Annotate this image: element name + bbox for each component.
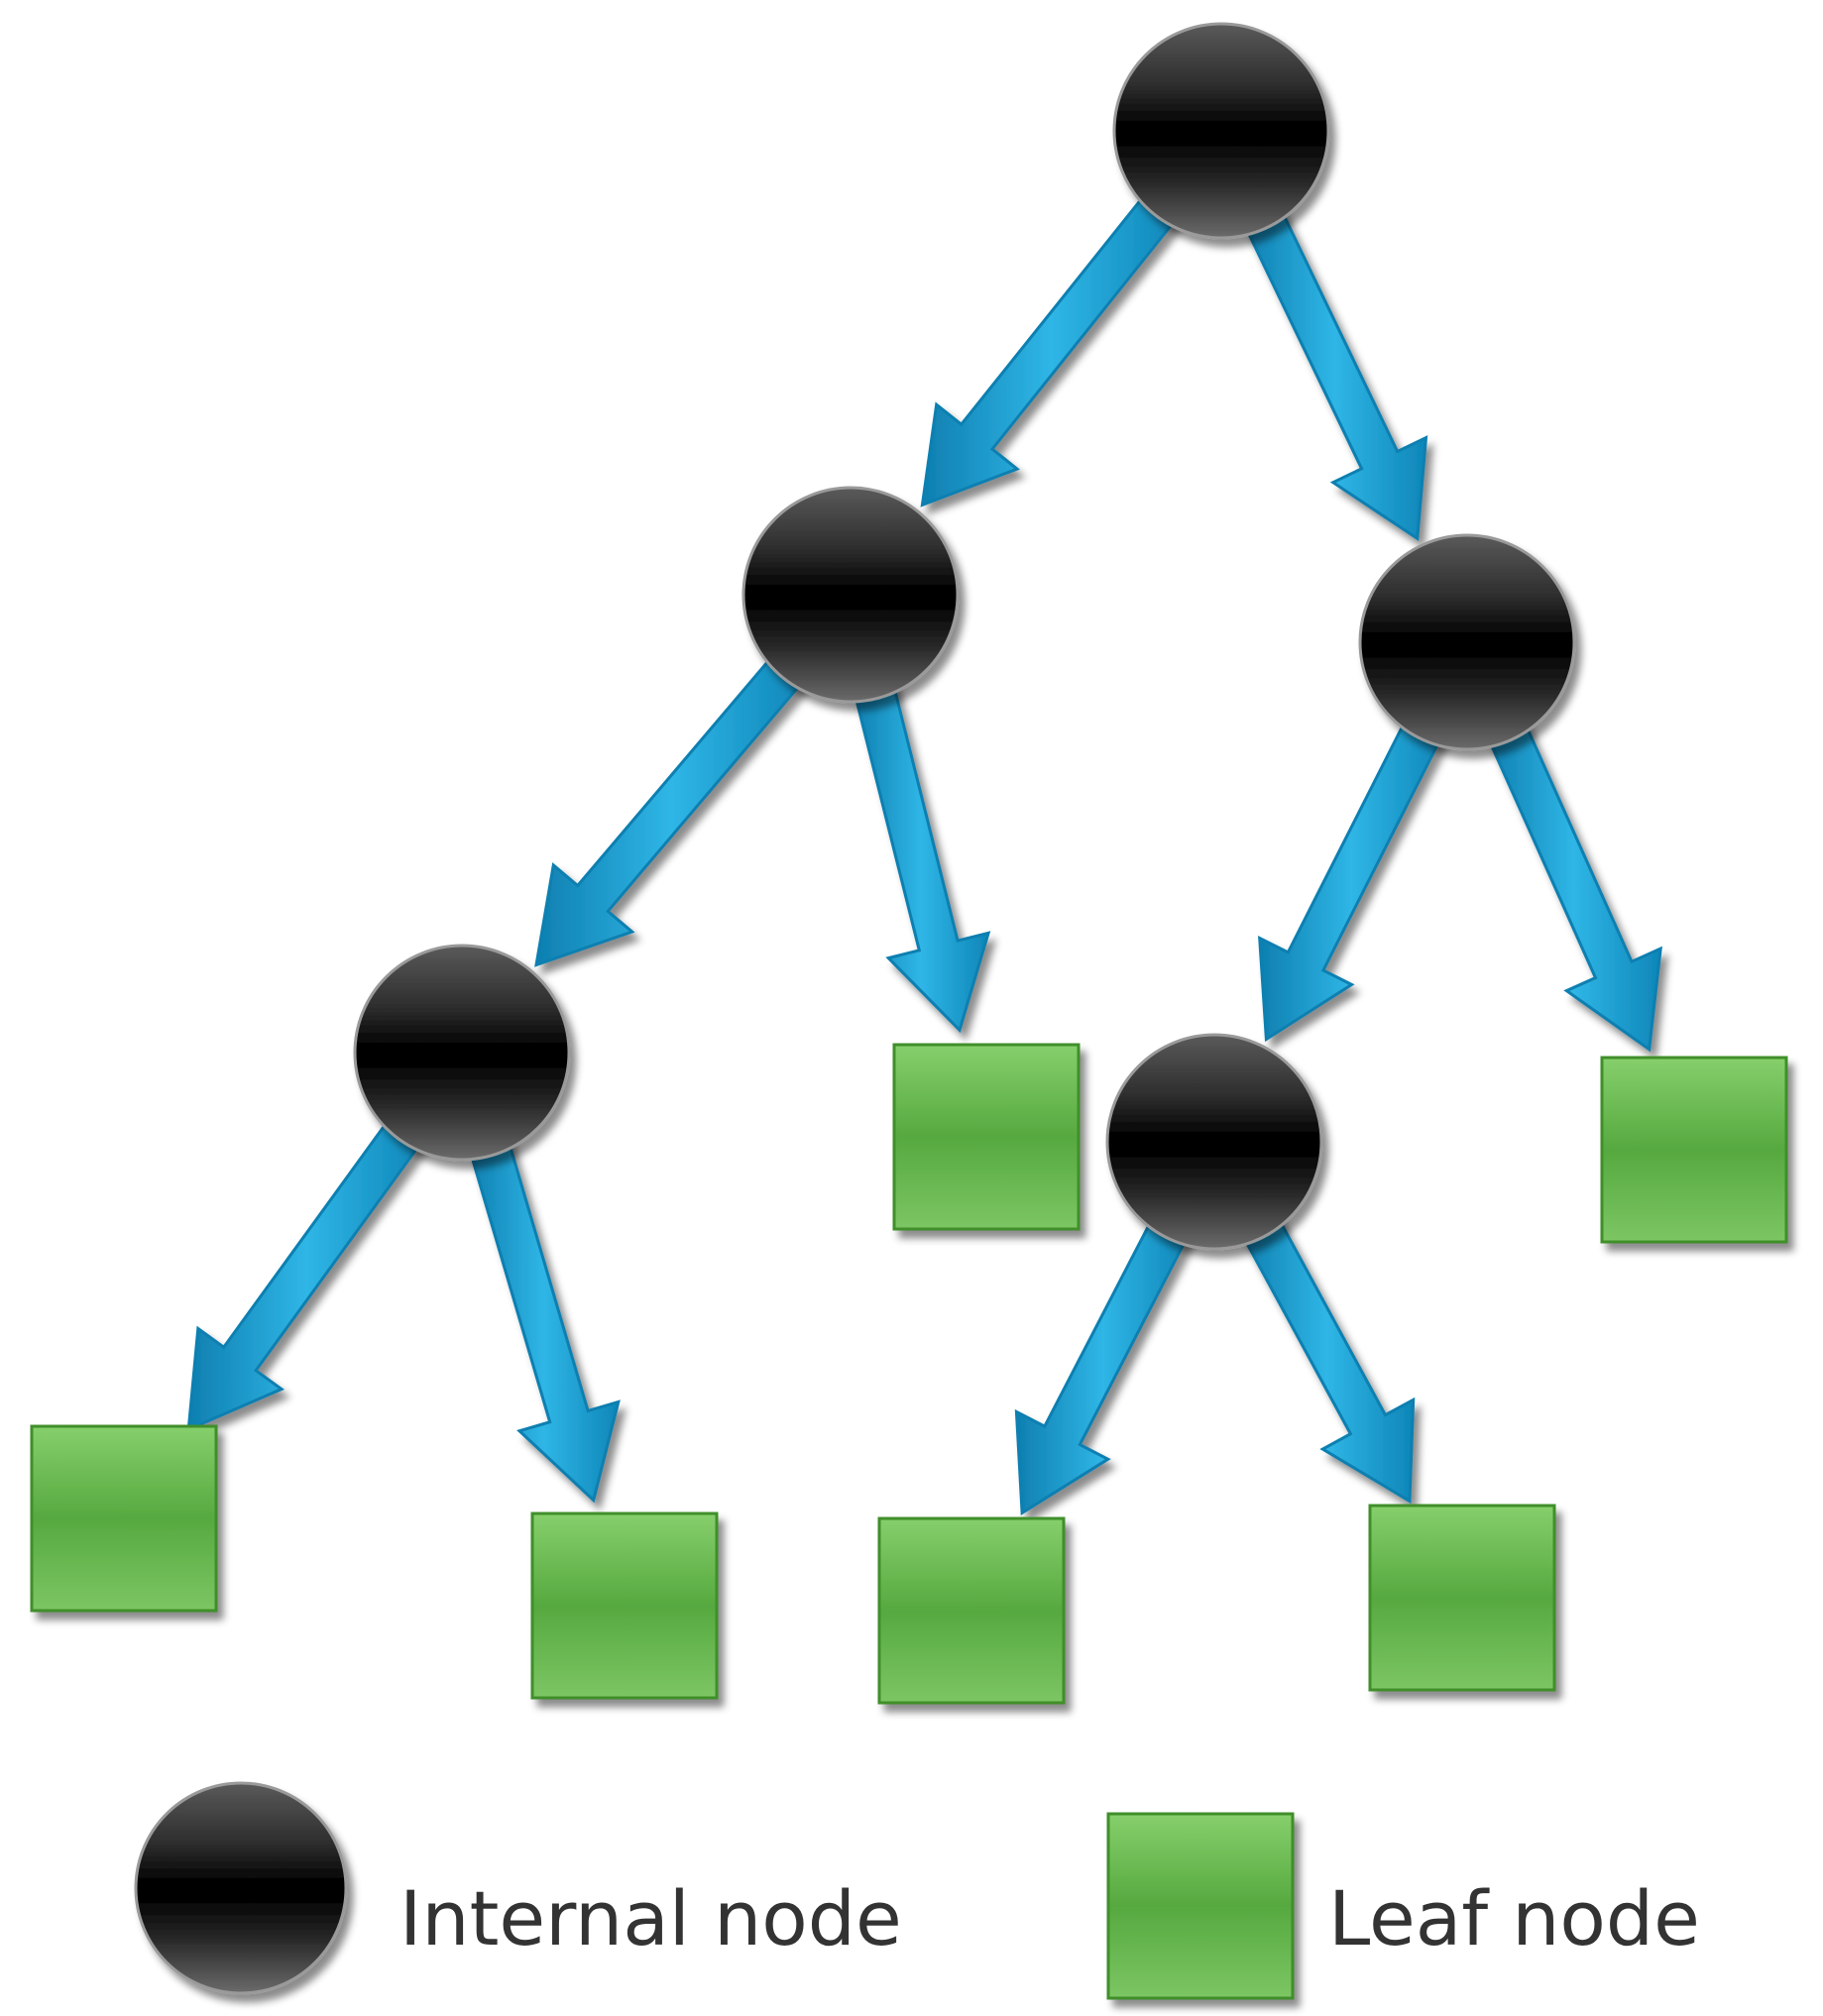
arrow-n1-to-n2 xyxy=(920,188,1182,507)
arrow-n3-to-n5 xyxy=(1258,713,1445,1043)
legend-leaf-node-label: Leaf node xyxy=(1328,1874,1700,1962)
legend-internal-node-icon xyxy=(134,1781,348,1995)
internal-node-n2 xyxy=(741,486,960,704)
arrow-n3-to-l2 xyxy=(1484,716,1662,1053)
internal-node-n5 xyxy=(1105,1033,1323,1251)
internal-node-n1 xyxy=(1112,22,1330,240)
arrow-n2-to-n4 xyxy=(534,649,809,967)
leaf-node-l5 xyxy=(877,1516,1066,1705)
internal-node-n4 xyxy=(353,944,571,1162)
arrow-n2-to-l1 xyxy=(852,677,991,1034)
legend-leaf-node-icon xyxy=(1106,1812,1295,2000)
arrow-n4-to-l4 xyxy=(467,1133,621,1504)
leaf-node-l3 xyxy=(30,1424,218,1613)
arrow-n5-to-l6 xyxy=(1238,1211,1416,1505)
nodes-layer xyxy=(30,22,1788,1705)
arrow-n4-to-l3 xyxy=(186,1113,426,1432)
leaf-node-l6 xyxy=(1368,1504,1556,1692)
arrow-n5-to-l5 xyxy=(1014,1212,1193,1516)
leaf-node-l4 xyxy=(530,1512,719,1700)
leaf-node-l2 xyxy=(1600,1056,1788,1244)
edges-layer xyxy=(186,188,1662,1516)
internal-node-n3 xyxy=(1358,533,1576,751)
leaf-node-l1 xyxy=(892,1043,1081,1231)
legend-internal-node-label: Internal node xyxy=(399,1874,902,1962)
arrow-n1-to-n3 xyxy=(1241,203,1428,542)
